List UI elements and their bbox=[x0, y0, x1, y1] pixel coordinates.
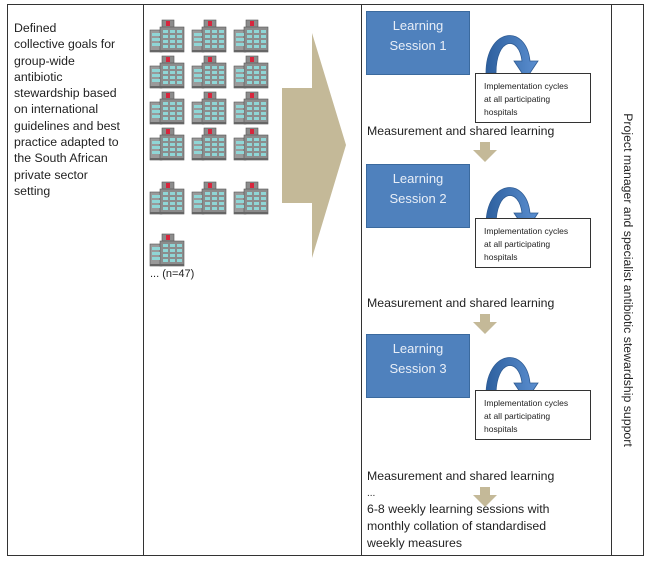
hospital-building-icon bbox=[190, 180, 228, 216]
measurement-label: Measurement and shared learning bbox=[367, 296, 555, 310]
session-label: Session 2 bbox=[389, 191, 447, 206]
weekly-sessions-text: 6-8 weekly learning sessions with monthl… bbox=[367, 501, 607, 552]
hospital-building-icon bbox=[148, 90, 186, 126]
goals-line: collective goals for bbox=[14, 37, 116, 52]
session-label: Learning bbox=[392, 171, 444, 186]
hospital-building-icon bbox=[232, 180, 270, 216]
hospital-building-icon bbox=[232, 126, 270, 162]
diagram-table bbox=[7, 4, 644, 556]
impl-line: Implementation cycles bbox=[484, 81, 569, 91]
final-line: monthly collation of standardised bbox=[367, 519, 547, 533]
goals-line: Defined bbox=[14, 21, 57, 35]
hospital-building-icon bbox=[190, 126, 228, 162]
session-label: Learning bbox=[392, 18, 444, 33]
goals-line: antibiotic bbox=[14, 69, 63, 84]
impl-line: hospitals bbox=[484, 107, 518, 117]
goals-line: private sector bbox=[14, 167, 88, 182]
collective-goals-text: Defined collective goals for group-wide … bbox=[14, 20, 142, 199]
measurement-label: Measurement and shared learning bbox=[367, 124, 555, 138]
implementation-cycles-box: Implementation cycles at all participati… bbox=[475, 218, 591, 268]
hospital-building-icon bbox=[190, 18, 228, 54]
down-arrow-icon bbox=[473, 314, 497, 334]
down-arrow-icon bbox=[473, 487, 497, 507]
hospital-building-icon bbox=[148, 232, 186, 268]
impl-line: hospitals bbox=[484, 252, 518, 262]
learning-session-3: Learning Session 3 bbox=[366, 334, 470, 398]
measurement-label: Measurement and shared learning bbox=[367, 469, 555, 483]
ellipsis: ... bbox=[367, 488, 376, 499]
support-column: Project manager and specialist antibioti… bbox=[612, 4, 644, 556]
hospital-building-icon bbox=[148, 126, 186, 162]
learning-session-1: Learning Session 1 bbox=[366, 11, 470, 75]
hospital-building-icon bbox=[232, 18, 270, 54]
column-divider bbox=[143, 4, 144, 556]
session-label: Session 3 bbox=[389, 361, 447, 376]
hospital-building-icon bbox=[232, 54, 270, 90]
goals-line: on international bbox=[14, 102, 99, 117]
session-label: Session 1 bbox=[389, 38, 447, 53]
learning-session-2: Learning Session 2 bbox=[366, 164, 470, 228]
hospital-building-icon bbox=[232, 90, 270, 126]
final-line: weekly measures bbox=[367, 536, 462, 550]
hospital-building-icon bbox=[148, 54, 186, 90]
goals-line: setting bbox=[14, 183, 51, 198]
hospital-building-icon bbox=[148, 18, 186, 54]
column-divider bbox=[611, 4, 612, 556]
goals-line: practice adapted to bbox=[14, 135, 119, 150]
implementation-cycles-box: Implementation cycles at all participati… bbox=[475, 390, 591, 440]
hospital-count-label: ... (n=47) bbox=[150, 268, 195, 280]
hospital-building-icon bbox=[190, 54, 228, 90]
hospital-building-icon bbox=[148, 180, 186, 216]
impl-line: at all participating bbox=[484, 94, 551, 104]
final-line: 6-8 weekly learning sessions with bbox=[367, 502, 550, 516]
cycle-loop-arrow-icon bbox=[485, 35, 539, 80]
down-arrow-icon bbox=[473, 142, 497, 162]
impl-line: Implementation cycles bbox=[484, 398, 569, 408]
goals-line: the South African bbox=[14, 151, 108, 166]
impl-line: hospitals bbox=[484, 424, 518, 434]
implementation-cycles-box: Implementation cycles at all participati… bbox=[475, 73, 591, 123]
goals-line: stewardship based bbox=[14, 86, 117, 101]
hospital-building-icon bbox=[190, 90, 228, 126]
column-divider bbox=[361, 4, 362, 556]
goals-line: guidelines and best bbox=[14, 118, 120, 133]
support-label: Project manager and specialist antibioti… bbox=[621, 113, 635, 447]
session-label: Learning bbox=[392, 341, 444, 356]
impl-line: Implementation cycles bbox=[484, 226, 569, 236]
goals-line: group-wide bbox=[14, 53, 75, 68]
impl-line: at all participating bbox=[484, 239, 551, 249]
impl-line: at all participating bbox=[484, 411, 551, 421]
big-right-arrow-icon bbox=[282, 33, 346, 258]
